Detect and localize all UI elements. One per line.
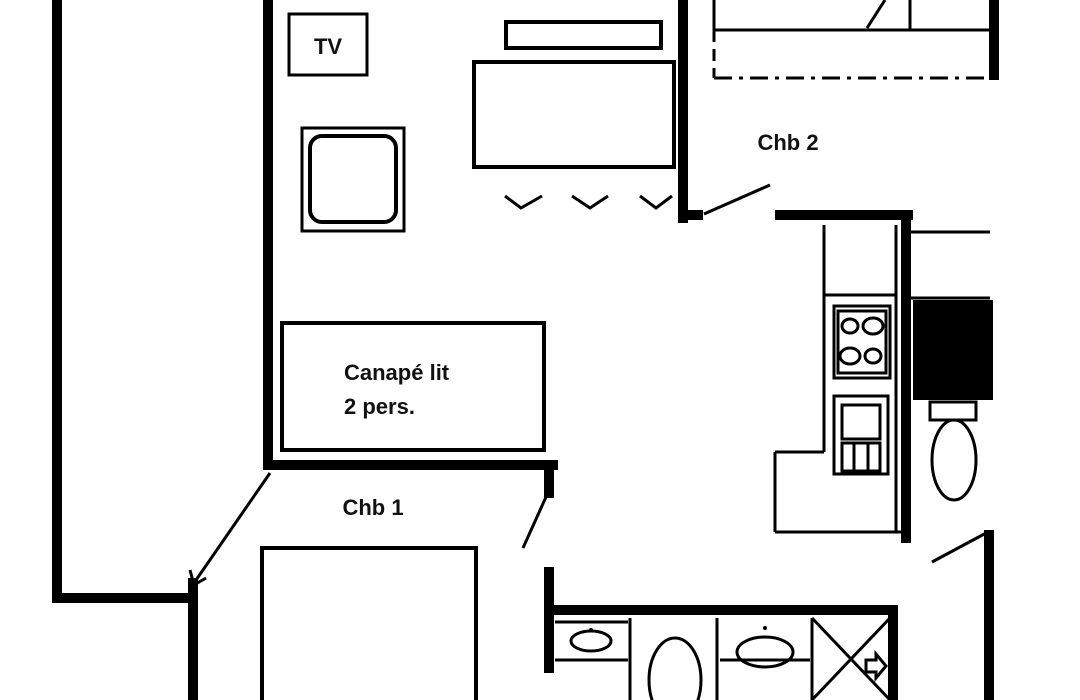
sofa-bed-label-line1: Canapé lit [344,360,450,385]
wc [910,230,993,564]
dining-table [472,20,676,210]
wall-block [913,300,993,400]
bedroom1-label: Chb 1 [342,495,403,520]
bedroom1-door [521,496,548,549]
cooktop [832,304,892,380]
kitchen-sink [832,394,890,476]
bedroom2-door [703,183,771,216]
bathroom [555,616,892,700]
tv-label: TV [314,34,342,59]
walls [52,0,999,700]
sofa-bed: Canapé lit 2 pers. [280,321,546,452]
armchair [300,126,406,233]
tv-unit: TV [287,12,369,77]
sofa-bed-label-line2: 2 pers. [344,394,415,419]
kitchen [773,225,906,534]
bedroom1-balcony-door [192,472,272,584]
closet [712,0,989,80]
bedroom2-label: Chb 2 [757,130,818,155]
bed [260,546,478,700]
